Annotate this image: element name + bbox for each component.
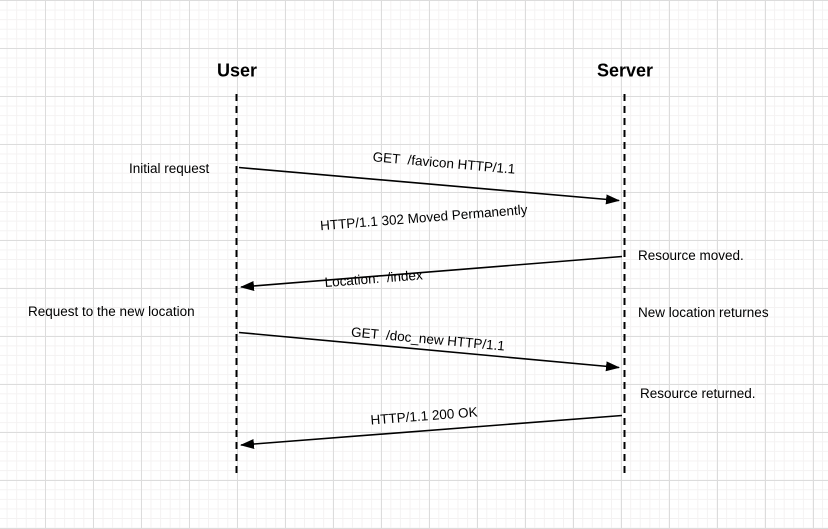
note-resource-returned: Resource returned. — [640, 386, 756, 401]
note-resource-moved: Resource moved. New location returnes — [638, 208, 769, 360]
message-arrow-get-docnew — [238, 331, 620, 372]
note-resource-moved-line1: Resource moved. — [638, 248, 744, 263]
message-arrow-get-favicon — [238, 166, 620, 205]
actor-title-server: Server — [596, 60, 654, 81]
message-arrow-200-ok — [240, 414, 623, 449]
message-label-302-redirect: HTTP/1.1 302 Moved Permanently Location:… — [316, 162, 535, 330]
actor-title-user: User — [216, 60, 258, 81]
message-label-302-line1: HTTP/1.1 302 Moved Permanently — [319, 201, 528, 234]
message-label-302-line2: Location: /index — [324, 267, 424, 291]
note-request-new-location: Request to the new location — [28, 304, 195, 319]
note-resource-moved-line2: New location returnes — [638, 305, 769, 320]
note-initial-request: Initial request — [129, 161, 210, 176]
message-arrow-302-redirect — [240, 255, 623, 291]
